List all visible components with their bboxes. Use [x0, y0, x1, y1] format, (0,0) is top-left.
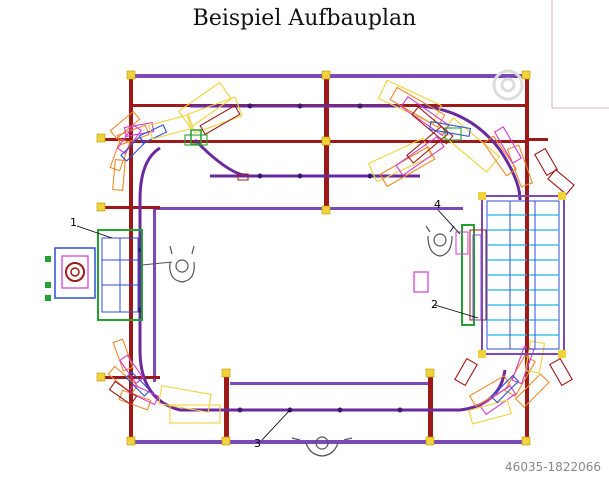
operator-right-icon — [425, 225, 455, 257]
callout-leaders — [76, 209, 479, 441]
track-dots — [137, 103, 403, 413]
watermark-gear-icon — [492, 69, 524, 101]
callout-4: 4 — [434, 198, 441, 211]
operator-left-icon — [169, 245, 195, 283]
curve-bottom-right — [454, 340, 573, 425]
page-title: Beispiel Aufbauplan — [192, 6, 417, 31]
roller-table — [455, 192, 566, 358]
conveyor-track — [138, 104, 522, 412]
callout-1: 1 — [70, 216, 77, 229]
edge-guide-lines — [551, 0, 609, 109]
curve-bottom-left — [107, 338, 221, 424]
posts — [96, 70, 531, 446]
curve-top-left — [109, 81, 243, 191]
reference-code: 46035-1822066 — [505, 460, 601, 474]
curve-top-right — [367, 79, 575, 196]
operator-bottom-icon — [291, 436, 353, 457]
feeder-station — [45, 229, 173, 321]
callout-2: 2 — [431, 298, 438, 311]
marker-boxes — [190, 129, 429, 293]
callout-3: 3 — [254, 437, 261, 450]
